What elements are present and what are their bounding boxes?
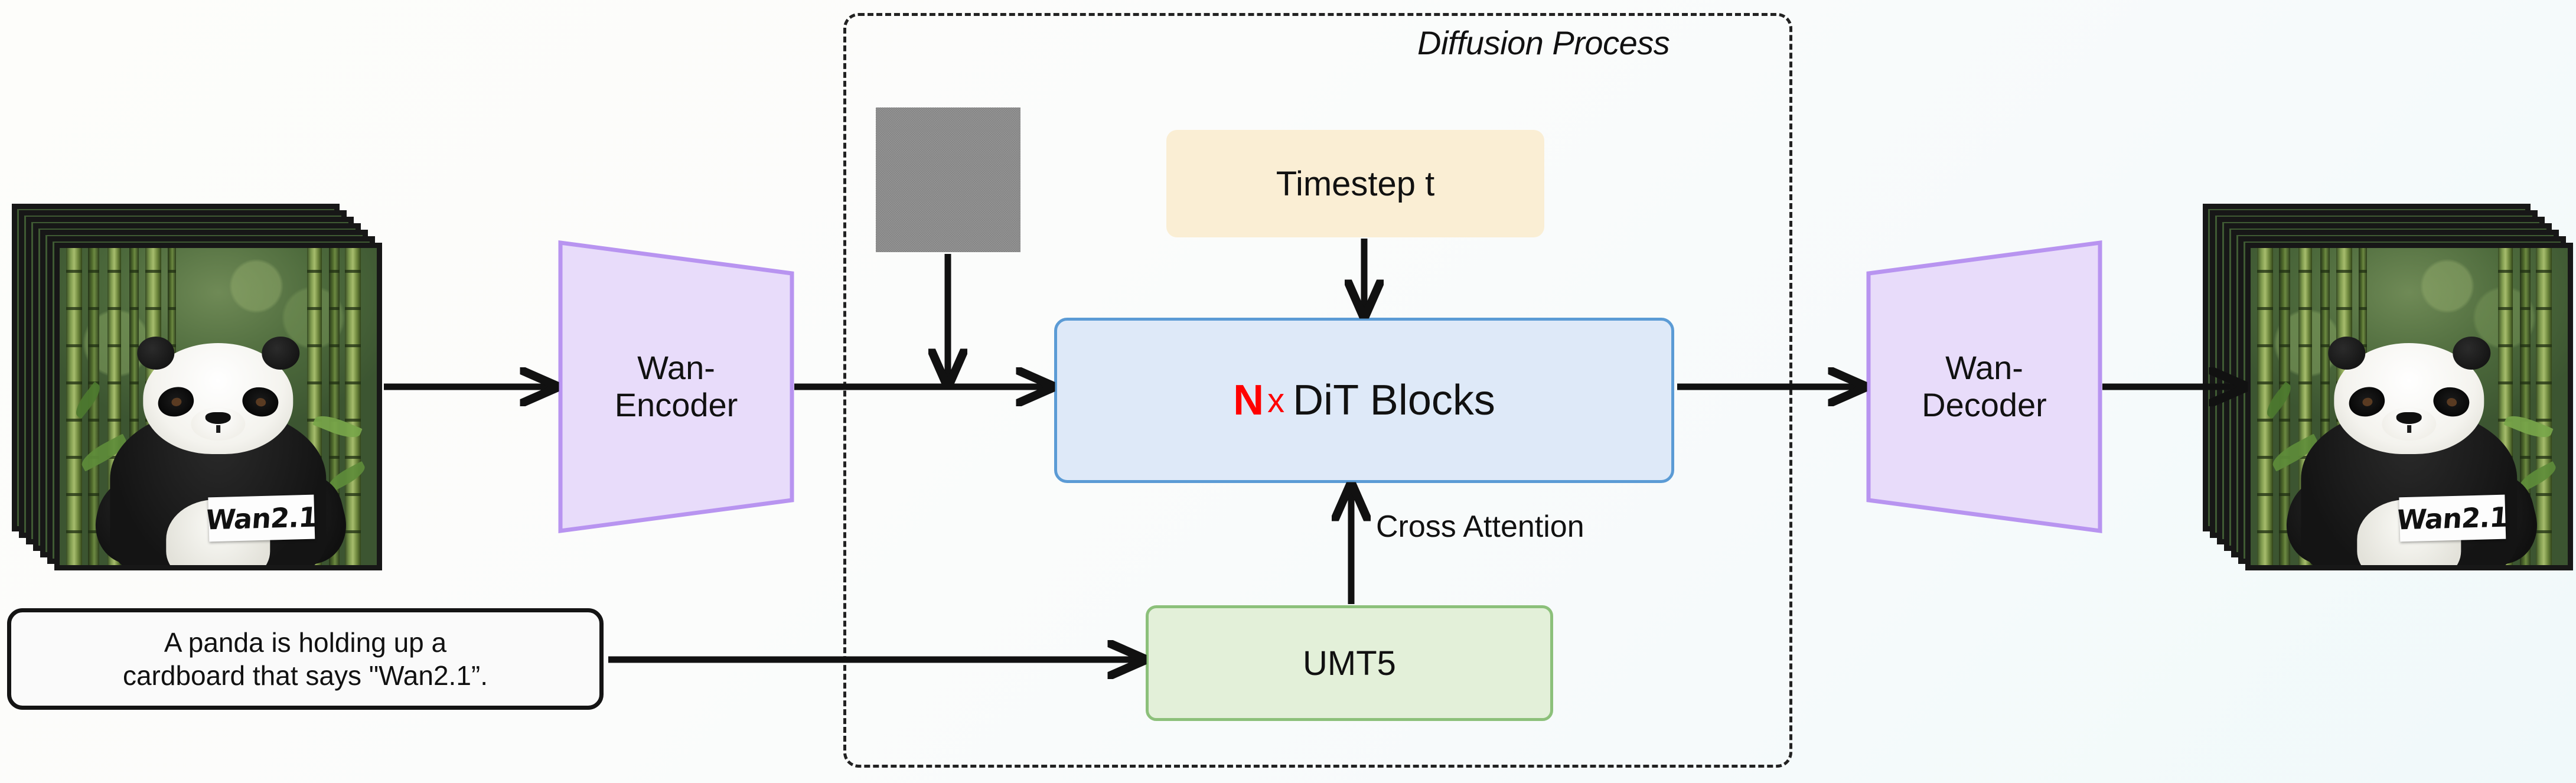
diffusion-process-container bbox=[843, 13, 1792, 768]
wan-encoder-node[interactable]: Wan- Encoder bbox=[558, 239, 794, 534]
text-prompt-box[interactable]: A panda is holding up a cardboard that s… bbox=[7, 608, 604, 710]
panda-figure: Wan2.1 bbox=[2278, 336, 2546, 565]
prompt-line-2: cardboard that says "Wan2.1”. bbox=[122, 660, 488, 691]
prompt-line-1: A panda is holding up a bbox=[164, 627, 447, 658]
timestep-label: Timestep t bbox=[1276, 164, 1435, 203]
video-frame-front: Wan2.1 bbox=[54, 243, 382, 570]
cross-attention-label: Cross Attention bbox=[1376, 510, 1584, 544]
umt5-text-encoder-node[interactable]: UMT5 bbox=[1146, 605, 1553, 721]
sign-text: Wan2.1 bbox=[2395, 501, 2510, 536]
umt5-label: UMT5 bbox=[1303, 644, 1396, 683]
noise-latent-patch bbox=[876, 107, 1020, 252]
dit-blocks-label: DiT Blocks bbox=[1293, 377, 1495, 424]
trapezoid-shape bbox=[1866, 240, 2102, 533]
video-frame-front: Wan2.1 bbox=[2245, 243, 2573, 570]
diffusion-process-label: Diffusion Process bbox=[1417, 24, 1670, 61]
panda-figure: Wan2.1 bbox=[87, 336, 355, 565]
trapezoid-shape bbox=[558, 240, 794, 533]
dit-count-symbol: N bbox=[1233, 377, 1264, 424]
panda-photo: Wan2.1 bbox=[2251, 248, 2568, 565]
sign-text: Wan2.1 bbox=[204, 501, 319, 536]
dit-blocks-node[interactable]: N x DiT Blocks bbox=[1054, 318, 1674, 483]
wan-decoder-node[interactable]: Wan- Decoder bbox=[1866, 239, 2102, 534]
panda-photo: Wan2.1 bbox=[60, 248, 377, 565]
dit-multiply-symbol: x bbox=[1267, 381, 1285, 420]
cardboard-sign: Wan2.1 bbox=[205, 495, 318, 542]
cardboard-sign: Wan2.1 bbox=[2396, 495, 2509, 542]
timestep-node[interactable]: Timestep t bbox=[1166, 130, 1544, 237]
